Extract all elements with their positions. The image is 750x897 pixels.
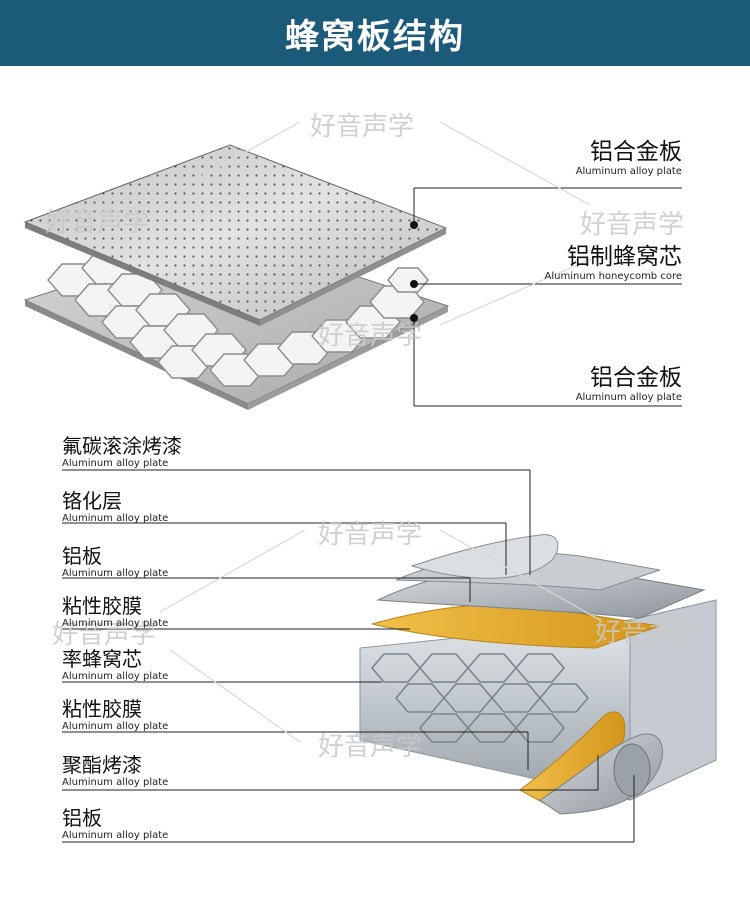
layer-label-aluminum-1: 铝板 Aluminum alloy plate — [62, 544, 168, 580]
label-cn: 率蜂窝芯 — [62, 647, 142, 671]
label-en: Aluminum alloy plate — [62, 618, 169, 629]
watermark: 好音声学 — [318, 321, 423, 351]
label-cn: 铝合金板 — [590, 139, 682, 165]
layer-label-fluorocarbon: 氟碳滚涂烤漆 Aluminum alloy plate — [62, 434, 182, 470]
layer-label-adhesive-2: 粘性胶膜 Aluminum alloy plate — [62, 697, 168, 733]
page-title: 蜂窝板结构 — [285, 16, 465, 57]
watermark: 好音声学 — [580, 210, 685, 240]
top-leader-lines — [413, 187, 682, 407]
label-en: Aluminum alloy plate — [62, 568, 169, 579]
label-en: Aluminum alloy plate — [62, 671, 169, 682]
label-en: Aluminum alloy plate — [62, 721, 169, 732]
layer-label-polyester: 聚酯烤漆 Aluminum alloy plate — [62, 753, 168, 789]
label-en: Aluminum alloy plate — [62, 513, 169, 524]
watermark-lines — [149, 121, 601, 743]
label-en: Aluminum alloy plate — [575, 392, 682, 403]
layer-label-adhesive-1: 粘性胶膜 Aluminum alloy plate — [62, 594, 168, 630]
header-banner: 蜂窝板结构 — [0, 0, 750, 66]
label-en: Aluminum honeycomb core — [544, 271, 682, 282]
label-en: Aluminum alloy plate — [575, 166, 682, 177]
top-perforated-plate — [23, 144, 448, 326]
label-cn: 铬化层 — [62, 489, 122, 513]
label-cn: 铝板 — [62, 806, 102, 830]
watermark: 好音声学 — [52, 620, 157, 650]
label-cn: 铝制蜂窝芯 — [567, 244, 682, 270]
watermark: 好音声学 — [318, 520, 423, 550]
label-cn: 聚酯烤漆 — [62, 753, 142, 777]
upper-adhesive-film — [371, 603, 661, 649]
label-honeycomb-core: 铝制蜂窝芯 Aluminum honeycomb core — [545, 243, 682, 283]
layer-leader-lines — [62, 469, 635, 843]
label-bottom-plate: 铝合金板 Aluminum alloy plate — [576, 364, 682, 404]
label-top-plate: 铝合金板 Aluminum alloy plate — [576, 138, 682, 178]
watermark: 好音声学 — [318, 732, 423, 762]
layer-label-core: 率蜂窝芯 Aluminum alloy plate — [62, 647, 168, 683]
label-cn: 氟碳滚涂烤漆 — [62, 434, 182, 458]
label-cn: 铝板 — [62, 544, 102, 568]
label-cn: 粘性胶膜 — [62, 697, 142, 721]
fluorocarbon-coating — [410, 534, 559, 579]
bottom-aluminum-curl — [539, 733, 663, 815]
watermark: 好音声学 — [595, 618, 700, 648]
label-en: Aluminum alloy plate — [62, 830, 169, 841]
label-en: Aluminum alloy plate — [62, 777, 169, 788]
watermark: 好音声学 — [310, 112, 415, 142]
layer-label-aluminum-2: 铝板 Aluminum alloy plate — [62, 806, 168, 842]
label-cn: 粘性胶膜 — [62, 594, 142, 618]
layer-label-chromate: 铬化层 Aluminum alloy plate — [62, 489, 168, 525]
label-cn: 铝合金板 — [590, 365, 682, 391]
label-en: Aluminum alloy plate — [62, 458, 169, 469]
watermark: 好音声学 — [45, 208, 150, 238]
